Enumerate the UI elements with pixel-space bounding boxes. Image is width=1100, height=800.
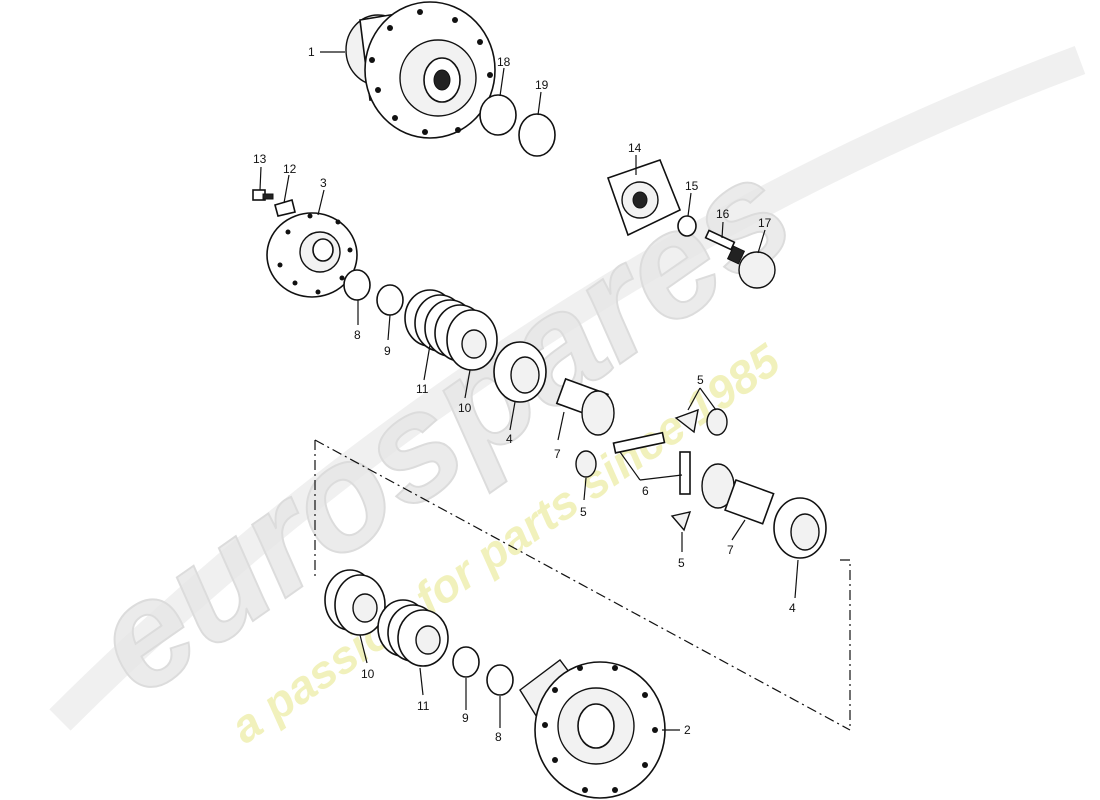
- pinion-gear-5a: [674, 408, 699, 434]
- pinion-gear-5d: [670, 511, 692, 532]
- callout-3: 3: [320, 176, 327, 190]
- shim-washer-9-lower: [452, 646, 480, 678]
- shim-washer-19: [518, 113, 556, 157]
- differential-housing-lower-2: [519, 659, 666, 799]
- pressure-ring-4-lower: [773, 497, 827, 559]
- thrust-washer-18: [479, 94, 517, 136]
- callout-15: 15: [685, 179, 699, 193]
- callout-4-lower: 4: [789, 601, 796, 615]
- callouts: 1 18 19 13 12 3 14 15 16 17 8 9 11 10 4 …: [253, 45, 796, 744]
- callout-5-c: 5: [678, 556, 685, 570]
- callout-9-lower: 9: [462, 711, 469, 725]
- callout-7-top: 7: [554, 447, 561, 461]
- lock-plate-12: [274, 198, 296, 217]
- callout-8-lower: 8: [495, 730, 502, 744]
- callout-16: 16: [716, 207, 730, 221]
- callout-10-top: 10: [458, 401, 472, 415]
- callout-17: 17: [758, 216, 772, 230]
- cover-flange-3: [266, 212, 358, 298]
- washer-15: [677, 215, 697, 237]
- side-gear-7-lower: [701, 463, 775, 525]
- callout-2: 2: [684, 723, 691, 737]
- callout-5-a: 5: [697, 373, 704, 387]
- callout-11-top: 11: [416, 382, 429, 396]
- thrust-washer-8-top: [343, 269, 371, 301]
- friction-disc-10-top: [446, 309, 498, 371]
- callout-12: 12: [283, 162, 297, 176]
- assembly-frame: [314, 439, 851, 731]
- callout-8-top: 8: [354, 328, 361, 342]
- callout-18: 18: [497, 55, 511, 69]
- callout-6: 6: [642, 484, 649, 498]
- pressure-ring-4-top: [493, 341, 547, 403]
- pinion-gear-5b: [706, 408, 728, 436]
- bolt-13: [252, 189, 274, 201]
- leader-lines: [259, 51, 799, 731]
- shim-washer-9-top: [376, 284, 404, 316]
- thrust-washer-8-lower: [486, 664, 514, 696]
- callout-5-b: 5: [580, 505, 587, 519]
- callout-14: 14: [628, 141, 642, 155]
- callout-13: 13: [253, 152, 267, 166]
- callout-19: 19: [535, 78, 549, 92]
- callout-1: 1: [308, 45, 315, 59]
- drive-flange-14: [606, 158, 682, 237]
- friction-disc-10-lower: [324, 569, 386, 636]
- pinion-gear-5c: [575, 450, 597, 478]
- differential-housing: [345, 1, 496, 139]
- cross-shaft-6: [612, 431, 691, 495]
- callout-11-lower: 11: [417, 699, 430, 713]
- side-gear-7-top: [555, 377, 615, 436]
- clutch-plates-11-lower: [377, 599, 449, 667]
- callout-4-top: 4: [506, 432, 513, 446]
- callout-7-lower: 7: [727, 543, 734, 557]
- callout-9-top: 9: [384, 344, 391, 358]
- callout-10-lower: 10: [361, 667, 375, 681]
- cap-17: [738, 251, 776, 289]
